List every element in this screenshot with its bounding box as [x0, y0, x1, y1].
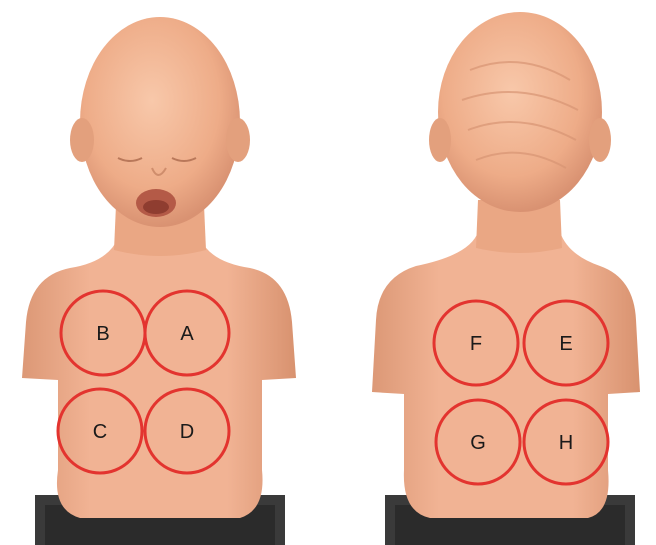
back-left-ear	[429, 118, 451, 162]
front-manikin: B A C D	[22, 17, 296, 545]
zone-a-label: A	[180, 323, 194, 345]
zone-f-label: F	[470, 333, 482, 355]
zone-g-label: G	[470, 432, 486, 454]
zone-h-label: H	[559, 432, 573, 454]
front-right-ear	[226, 118, 250, 162]
back-manikin: F E G H	[372, 12, 640, 545]
back-head	[438, 12, 602, 212]
back-right-ear	[589, 118, 611, 162]
zone-c-label: C	[93, 421, 107, 443]
zone-d-label: D	[180, 421, 194, 443]
zone-e-label: E	[559, 333, 572, 355]
front-torso	[22, 238, 296, 518]
front-left-ear	[70, 118, 94, 162]
zone-b-label: B	[96, 323, 109, 345]
